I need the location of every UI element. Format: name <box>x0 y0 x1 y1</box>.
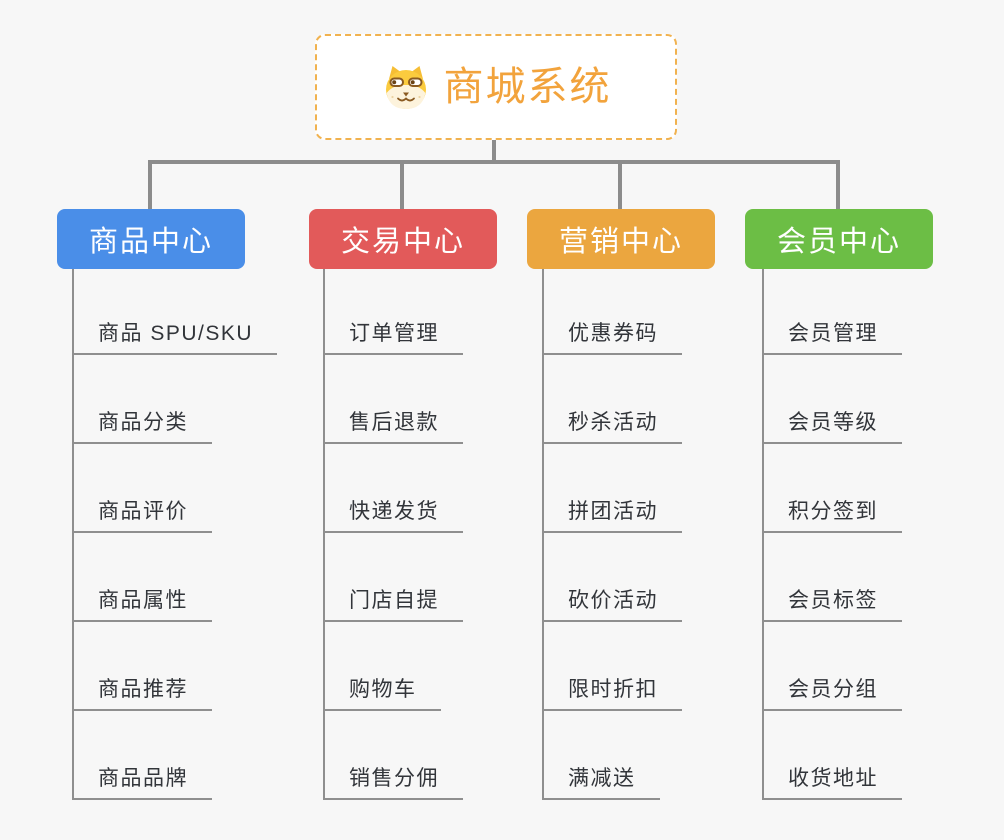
branch-node-trade-center[interactable]: 交易中心 <box>309 209 497 269</box>
connector-drop-member <box>836 160 840 211</box>
branch-spine-trade <box>323 269 325 799</box>
topic-item[interactable]: 拼团活动 <box>542 489 682 533</box>
topic-item[interactable]: 商品品牌 <box>72 756 212 800</box>
topic-item[interactable]: 商品分类 <box>72 400 212 444</box>
topic-item[interactable]: 购物车 <box>323 667 441 711</box>
connector-drop-marketing <box>618 160 622 211</box>
root-node[interactable]: 商城系统 <box>315 34 677 140</box>
topic-item[interactable]: 快递发货 <box>323 489 463 533</box>
connector-root-stem <box>492 140 496 162</box>
shiba-dog-face-icon <box>381 64 431 110</box>
topic-item[interactable]: 积分签到 <box>762 489 902 533</box>
topic-item[interactable]: 会员管理 <box>762 311 902 355</box>
branch-spine-marketing <box>542 269 544 799</box>
topic-item[interactable]: 秒杀活动 <box>542 400 682 444</box>
topic-item[interactable]: 商品推荐 <box>72 667 212 711</box>
topic-item[interactable]: 优惠券码 <box>542 311 682 355</box>
topic-item[interactable]: 会员分组 <box>762 667 902 711</box>
topic-item[interactable]: 满减送 <box>542 756 660 800</box>
connector-horizontal-rail <box>148 160 840 164</box>
connector-drop-trade <box>400 160 404 211</box>
topic-item[interactable]: 订单管理 <box>323 311 463 355</box>
topic-item[interactable]: 商品属性 <box>72 578 212 622</box>
branch-spine-product <box>72 269 74 799</box>
topic-item[interactable]: 商品评价 <box>72 489 212 533</box>
topic-item[interactable]: 砍价活动 <box>542 578 682 622</box>
topic-item[interactable]: 收货地址 <box>762 756 902 800</box>
branch-node-member-center[interactable]: 会员中心 <box>745 209 933 269</box>
topic-item[interactable]: 售后退款 <box>323 400 463 444</box>
topic-item[interactable]: 限时折扣 <box>542 667 682 711</box>
branch-node-marketing-center[interactable]: 营销中心 <box>527 209 715 269</box>
topic-item[interactable]: 门店自提 <box>323 578 463 622</box>
topic-item[interactable]: 商品 SPU/SKU <box>72 311 278 355</box>
connector-drop-product <box>148 160 152 211</box>
topic-item[interactable]: 会员等级 <box>762 400 902 444</box>
root-title: 商城系统 <box>443 65 612 109</box>
branch-spine-member <box>762 269 764 799</box>
branch-node-product-center[interactable]: 商品中心 <box>57 209 245 269</box>
topic-item[interactable]: 会员标签 <box>762 578 902 622</box>
topic-item[interactable]: 销售分佣 <box>323 756 463 800</box>
